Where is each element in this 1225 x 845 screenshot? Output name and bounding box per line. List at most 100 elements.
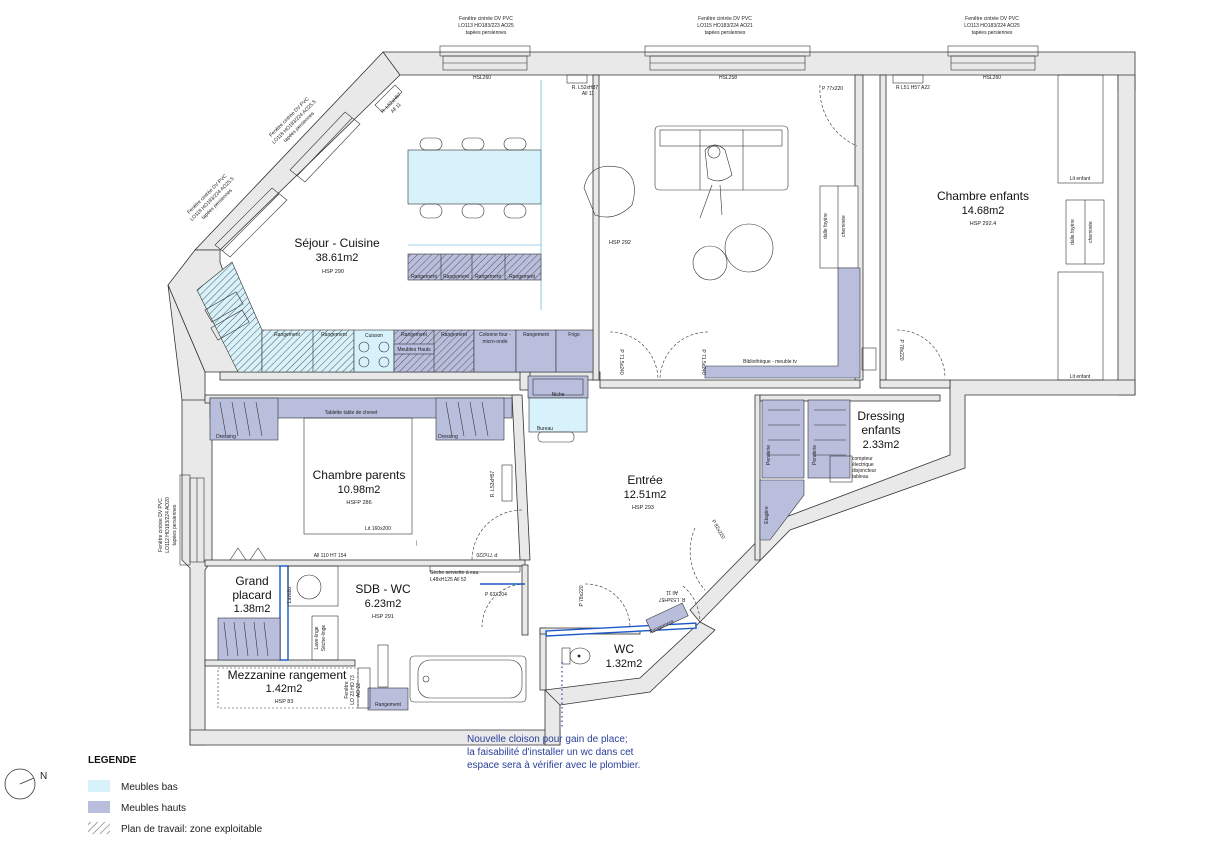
dressing-left (209, 397, 279, 441)
burner-icon (358, 341, 370, 353)
svg-text:Etagère: Etagère (764, 506, 770, 524)
room-chambre-parents-hsp: HSFP 286 (346, 500, 371, 506)
svg-text:LO 23 HO 73: LO 23 HO 73 (350, 675, 356, 705)
svg-text:Bureau: Bureau (537, 426, 553, 432)
window-left-line3: tapées persiennes (172, 504, 178, 545)
svg-text:R. L52xH87: R. L52xH87 (572, 85, 599, 91)
window-3: Fenêtre cintrée DV PVC LO113 HO183/224 A… (947, 16, 1039, 81)
room-living-hsp: HSP 292 (609, 240, 631, 246)
svg-text:disjoncteur: disjoncteur (852, 468, 877, 474)
svg-text:Rangement: Rangement (475, 274, 501, 280)
person-icon (704, 144, 733, 182)
note-line3: espace sera à vérifier avec le plombier. (467, 760, 640, 771)
room-grand-placard-name-2: placard (232, 588, 271, 602)
svg-text:P 82x220: P 82x220 (710, 519, 726, 540)
room-mezzanine-hsp: HSP 83 (275, 699, 294, 705)
placard-shelves (217, 617, 281, 661)
etagere (759, 479, 805, 541)
svg-text:compteur: compteur (852, 456, 873, 462)
room-sejour-hsp: HSP 290 (322, 269, 344, 275)
storage-cabinet (515, 329, 557, 373)
window-left-line2: LO112 HO183/224 AO20 (165, 497, 171, 553)
legend: LEGENDE N Meubles bas Meubles hauts Plan… (4, 755, 263, 835)
window-left: Fenêtre cintrée DV PVC LO112 HO183/224 A… (158, 474, 205, 566)
window-1-line1: Fenêtre cintrée DV PVC (459, 16, 513, 22)
window-2-line2: LO115 HO183/224 AO21 (697, 23, 753, 29)
svg-text:All 11: All 11 (582, 91, 594, 97)
kid-bed-1 (1057, 74, 1104, 184)
svg-text:Rangement: Rangement (523, 332, 549, 338)
bed-160 (303, 417, 413, 535)
svg-text:R L51 H57 A22: R L51 H57 A22 (896, 85, 930, 91)
svg-text:dalle foyère: dalle foyère (823, 213, 829, 239)
window-2-line1: Fenêtre cintrée DV PVC (698, 16, 752, 22)
room-sdb-hsp: HSP 291 (372, 614, 394, 620)
window-3-line1: Fenêtre cintrée DV PVC (965, 16, 1019, 22)
svg-text:R. L53xH57: R. L53xH57 (659, 596, 686, 602)
svg-text:All 11: All 11 (666, 589, 678, 595)
dining-table (407, 149, 542, 205)
room-mezzanine: Mezzanine rangement 1.42m2 HSP 83 (217, 667, 359, 709)
room-sdb-area: 6.23m2 (365, 598, 402, 610)
svg-text:All 110 HT 154: All 110 HT 154 (314, 553, 347, 559)
note-line1: Nouvelle cloison pour gain de place; (467, 734, 628, 745)
room-chambre-enfants: Lit enfant Lit enfant dalle foyère chemi… (861, 74, 1105, 381)
window-1-line2: LO113 HO183/223 AO25 (458, 23, 514, 29)
burner-icon (378, 356, 390, 368)
svg-text:P 63X204: P 63X204 (485, 592, 507, 598)
svg-text:Sèche-linge: Sèche-linge (321, 625, 327, 652)
svg-text:cheminée: cheminée (841, 215, 847, 237)
svg-text:dalle foyère: dalle foyère (1070, 219, 1076, 245)
north-label: N (40, 771, 47, 782)
window-3-line3: tapées persiennes (972, 30, 1013, 36)
washer-dryer (311, 615, 339, 661)
window-2-hsl: HSL258 (719, 75, 737, 81)
room-chambre-enfants-name: Chambre enfants (937, 189, 1029, 203)
svg-text:Meubles Hauts: Meubles Hauts (397, 347, 431, 353)
room-chambre-enfants-area: 14.68m2 (962, 205, 1005, 217)
svg-text:Dressing: Dressing (438, 434, 458, 440)
svg-text:P 77x220: P 77x220 (822, 86, 843, 92)
washbasin (287, 565, 339, 607)
legend-swatch-travail (88, 822, 110, 834)
svg-text:Lave-linge: Lave-linge (314, 626, 320, 649)
svg-text:—: — (414, 541, 420, 546)
svg-text:Rangement: Rangement (411, 274, 437, 280)
window-3-line2: LO113 HO183/224 AO25 (964, 23, 1020, 29)
burner-icon (378, 341, 390, 353)
window-2-line3: tapées persiennes (705, 30, 746, 36)
room-sdb-name: SDB - WC (355, 582, 411, 596)
room-grand-placard-name-1: Grand (235, 574, 268, 588)
armchair (583, 165, 635, 218)
svg-text:Penderie: Penderie (766, 445, 772, 465)
svg-text:Rangement: Rangement (509, 274, 535, 280)
bookshelf-tv (704, 267, 861, 379)
svg-text:Penderie: Penderie (812, 445, 818, 465)
svg-text:Tablette table de chevet: Tablette table de chevet (325, 410, 378, 416)
svg-text:Frigo: Frigo (568, 332, 580, 338)
window-left-line1: Fenêtre cintrée DV PVC (158, 498, 164, 552)
room-mezzanine-area: 1.42m2 (266, 683, 303, 695)
svg-text:L48xH125 All 52: L48xH125 All 52 (430, 577, 467, 583)
svg-text:Rangement: Rangement (274, 332, 300, 338)
room-grand-placard-area: 1.38m2 (234, 603, 271, 615)
room-entree-name: Entrée (627, 473, 663, 487)
svg-text:Colonne four -: Colonne four - (479, 332, 511, 338)
penderie-2 (807, 399, 851, 479)
svg-text:tableau: tableau (852, 474, 869, 480)
svg-text:P 71.5x240: P 71.5x240 (618, 349, 624, 374)
room-sdb: Lavabo Lave-linge Sèche-linge Sèche serv… (279, 565, 527, 711)
room-chambre-parents: Tablette table de chevet Dressing Dressi… (209, 397, 523, 561)
svg-text:P 77x220: P 77x220 (476, 551, 497, 557)
svg-text:Lit enfant: Lit enfant (1070, 374, 1091, 380)
burner-icon (358, 356, 370, 368)
note-line2: la faisabilité d'installer un wc dans ce… (467, 747, 634, 758)
room-sejour-area: 38.61m2 (316, 252, 359, 264)
kid-bed-2 (1057, 271, 1104, 381)
window-1-line3: tapées persiennes (466, 30, 507, 36)
legend-item-bas: Meubles bas (121, 782, 178, 793)
svg-text:Lit enfant: Lit enfant (1070, 176, 1091, 182)
penderie-1 (761, 399, 805, 479)
room-dressing-name-1: Dressing (857, 409, 904, 423)
room-wc-name: WC (614, 642, 634, 656)
